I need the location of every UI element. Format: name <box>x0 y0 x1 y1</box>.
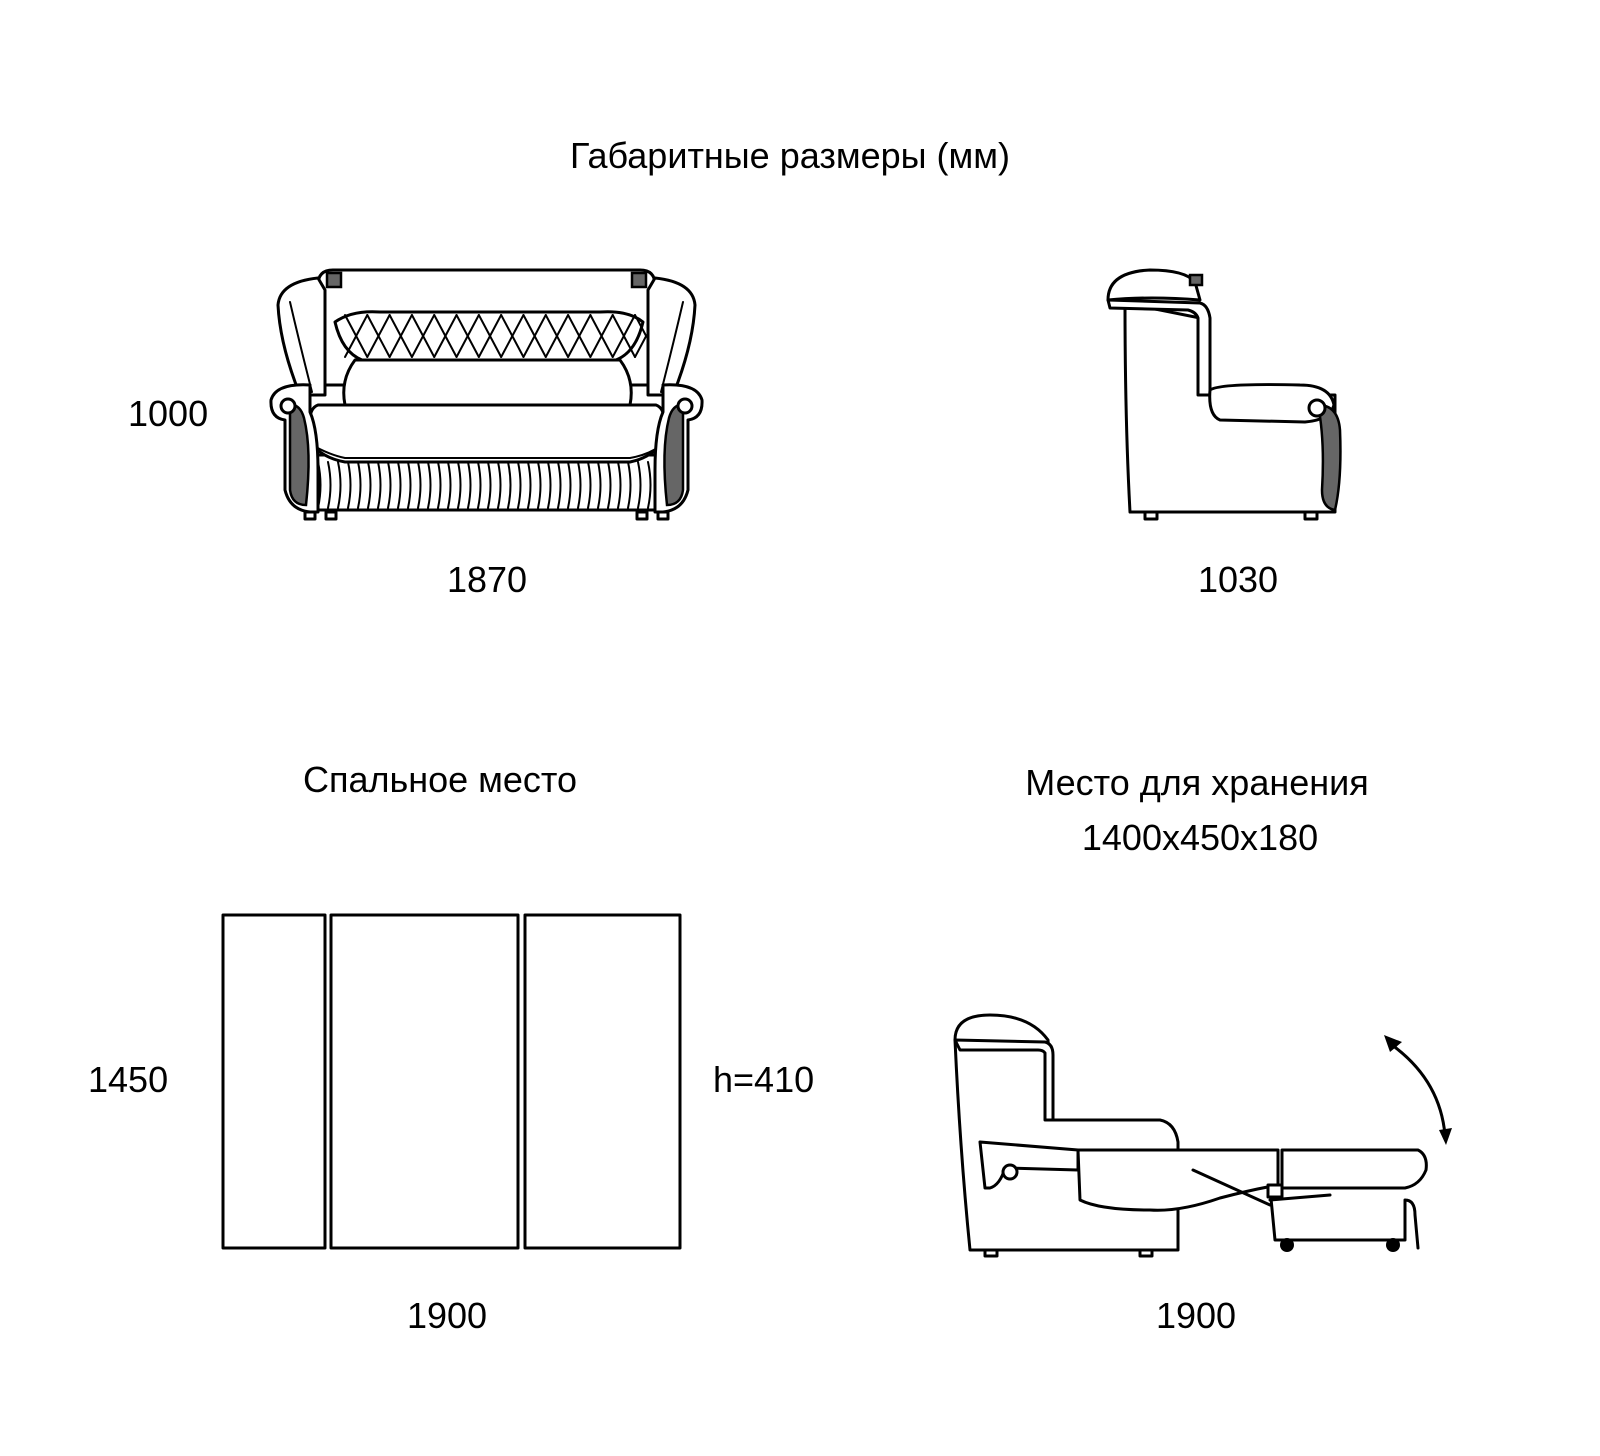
sofa-wing-right <box>646 276 697 397</box>
side-back-frame <box>1106 298 1212 397</box>
sofa-back-cushion <box>342 358 633 407</box>
quilt-pattern <box>344 314 648 358</box>
sofa-unfolded-side-view <box>953 1013 1452 1258</box>
storage-board <box>1191 1168 1272 1207</box>
sofa-arm-right-trim <box>663 403 685 507</box>
sofa-arm-left-trim <box>288 403 310 507</box>
sofa-side-view <box>1106 268 1342 521</box>
sofa-corner-left <box>325 271 343 289</box>
side-depth-label: 1030 <box>1197 559 1279 600</box>
side-back-roll <box>1106 268 1202 302</box>
sleeping-width-label: 1450 <box>88 1059 169 1100</box>
front-width-label: 1870 <box>446 559 528 600</box>
storage-extension-cushion <box>1280 1148 1428 1190</box>
sleeping-length-label: 1900 <box>406 1295 488 1336</box>
rotation-arrow <box>1390 1043 1447 1137</box>
sofa-wing-left <box>276 276 327 397</box>
sleep-section-2 <box>329 913 520 1250</box>
storage-seat-cushion <box>1076 1148 1280 1212</box>
sofa-front-view <box>269 268 704 521</box>
page-title: Габаритные размеры (мм) <box>570 135 1010 176</box>
storage-back-frame <box>953 1038 1055 1122</box>
storage-title: Место для хранения <box>1025 762 1369 803</box>
sleeping-area-diagram <box>221 913 682 1250</box>
storage-mechanism <box>978 1140 1080 1190</box>
front-height-label: 1000 <box>128 393 209 434</box>
sleeping-height-label: h=410 <box>713 1059 815 1100</box>
side-arm-roll <box>1208 383 1336 424</box>
side-arm-trim <box>1316 403 1342 512</box>
sofa-corner-right <box>630 271 648 289</box>
sleep-section-1 <box>221 913 327 1250</box>
storage-length-label: 1900 <box>1155 1295 1237 1336</box>
sleep-section-3 <box>523 913 682 1250</box>
storage-dimensions: 1400x450x180 <box>1081 817 1319 858</box>
sleeping-area-title: Спальное место <box>302 759 578 800</box>
skirt-pattern <box>317 461 662 509</box>
sofa-seat <box>308 403 666 464</box>
